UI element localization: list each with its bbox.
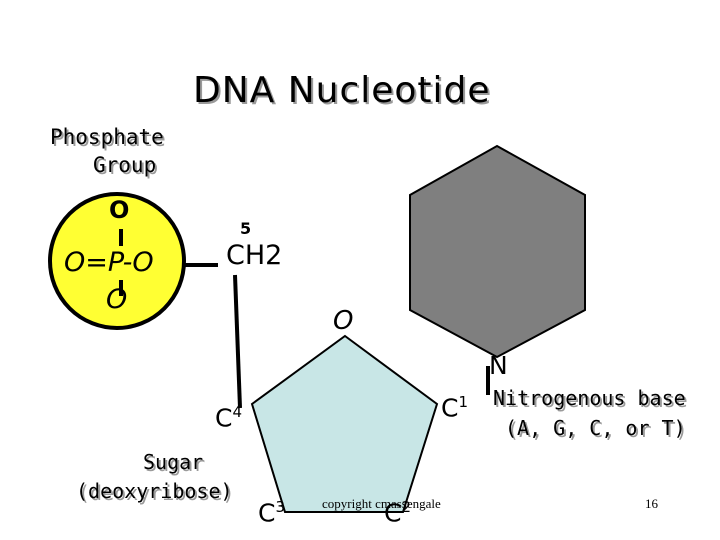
phosphate-label-line2: Group [93,153,157,177]
carbon-4: C4 [215,403,243,433]
phosphate-bottom-bond [119,280,123,296]
page-number: 16 [645,496,658,511]
ch2-to-c4-bond [233,274,242,409]
sugar-pentagon [250,334,439,513]
phosphate-formula: O=P-O [64,247,154,278]
base-label-line1: Nitrogenous base [493,386,686,410]
ring-oxygen: O [333,306,354,336]
phosphate-bottom-oxygen: O [106,284,128,315]
copyright-footer: copyright cmassengale [322,496,441,511]
carbon-3: C3 [258,498,286,528]
ch2-carbon5-superscript: 5 [240,219,252,238]
slide-title: DNA Nucleotide [193,70,491,111]
base-label-line2: (A, G, C, or T) [505,416,686,440]
phosphate-top-oxygen: O [109,196,130,224]
carbon-1: C1 [441,393,469,423]
ch2-label: CH2 [226,240,283,271]
sugar-label-line2: (deoxyribose) [76,479,233,503]
sugar-label-line1: Sugar [143,450,204,474]
phosphate-circle [48,192,186,330]
base-hexagon [409,144,586,359]
phosphate-top-bond [119,229,123,246]
base-nitrogen: N [489,351,508,380]
phosphate-label-line1: Phosphate [50,125,164,149]
carbon-2: C2 [384,498,412,528]
